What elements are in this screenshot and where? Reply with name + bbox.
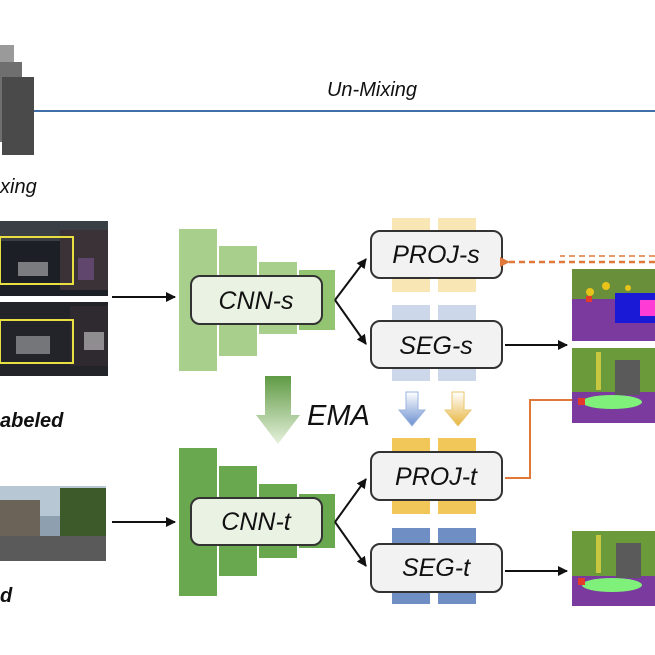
seg-map-top	[572, 269, 655, 341]
seg-map-bottom	[572, 531, 655, 606]
proj-s-block: PROJ-s	[370, 218, 503, 292]
seg-t-block: SEG-t	[370, 528, 503, 604]
proj-update-arrow	[443, 391, 473, 427]
arrow-cnn-s-to-proj-s	[334, 258, 367, 301]
ema-label: EMA	[307, 400, 370, 432]
proj-s-label: PROJ-s	[392, 241, 480, 269]
arrow-cnn-t-to-proj-t	[334, 478, 367, 523]
arrow-cnn-s-to-seg-s	[334, 299, 367, 345]
seg-s-label: SEG-s	[399, 332, 473, 360]
mixing-image-stack	[0, 45, 34, 155]
unlabeled-image	[0, 486, 106, 561]
labeled-image-bottom	[0, 302, 108, 376]
cnn-t-block: CNN-t	[179, 448, 335, 596]
labeled-image-top	[0, 221, 108, 296]
seg-t-label: SEG-t	[402, 554, 471, 582]
cnn-t-label: CNN-t	[221, 508, 291, 536]
ema-arrow: EMA	[256, 376, 370, 444]
labeled-label: abeled	[0, 410, 64, 432]
arrow-cnn-t-to-seg-t	[334, 521, 367, 567]
unlabeled-label: d	[0, 585, 13, 607]
seg-map-middle	[572, 348, 655, 423]
seg-s-block: SEG-s	[370, 305, 503, 381]
cnn-s-label: CNN-s	[219, 287, 294, 315]
seg-update-arrow	[397, 391, 427, 427]
proj-t-label: PROJ-t	[395, 463, 478, 491]
cnn-s-block: CNN-s	[179, 229, 335, 371]
proj-t-block: PROJ-t	[370, 438, 503, 514]
mixing-label: xing	[0, 176, 37, 198]
unmixing-label: Un-Mixing	[327, 79, 417, 101]
